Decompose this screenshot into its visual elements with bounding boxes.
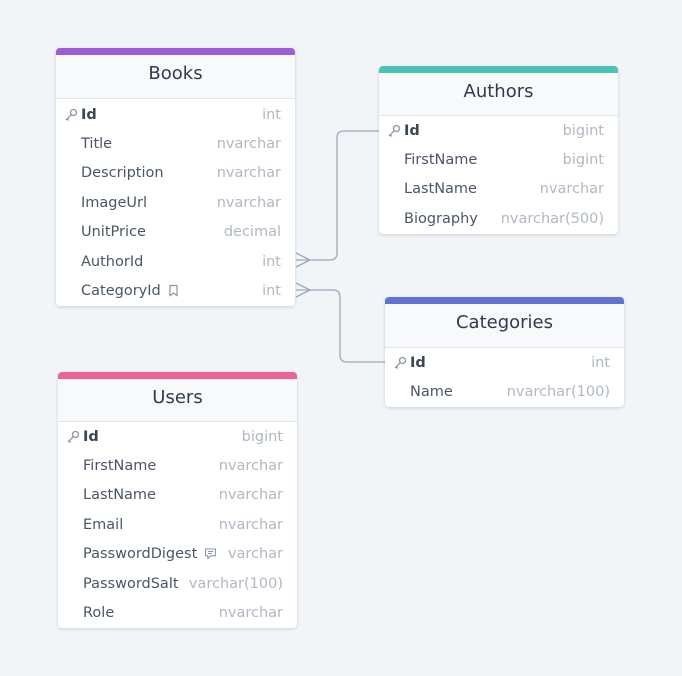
column-type: nvarchar <box>218 487 283 504</box>
column-name: AuthorId <box>81 253 144 270</box>
column-row[interactable]: Name nvarchar(100) <box>385 377 624 406</box>
key-icon <box>65 108 78 121</box>
column-name: Biography <box>404 210 478 227</box>
column-name: PasswordDigest <box>83 546 218 562</box>
column-name-text: CategoryId <box>81 283 161 300</box>
column-name: LastName <box>83 487 156 504</box>
column-type: int <box>262 283 281 300</box>
column-row[interactable]: Biography nvarchar(500) <box>379 204 618 233</box>
column-name: FirstName <box>404 152 478 169</box>
books-table-accent-bar <box>56 48 295 55</box>
column-type: bigint <box>562 152 604 169</box>
column-type: nvarchar <box>216 136 281 153</box>
column-row[interactable]: FirstName bigint <box>379 145 618 174</box>
column-name: Name <box>410 384 453 401</box>
column-name-text: PasswordDigest <box>83 546 198 563</box>
column-name: UnitPrice <box>81 224 146 241</box>
column-type: nvarchar <box>218 605 283 622</box>
authors-table-header[interactable]: Authors <box>379 73 618 116</box>
column-type: nvarchar <box>539 181 604 198</box>
crowfoot-books-authorid <box>295 252 311 268</box>
crowfoot-books-categoryid <box>295 282 311 298</box>
books-table[interactable]: Books Id int Title nvarchar Description … <box>56 48 295 306</box>
column-name: Id <box>404 122 420 139</box>
column-row[interactable]: PasswordSalt varchar(100) <box>58 569 297 598</box>
column-type: nvarchar <box>216 194 281 211</box>
categories-table-columns: Id int Name nvarchar(100) <box>385 348 624 407</box>
categories-table-title: Categories <box>455 312 554 333</box>
column-name: ImageUrl <box>81 194 148 211</box>
bookmark-icon[interactable] <box>167 284 180 297</box>
column-name: Description <box>81 165 164 182</box>
column-type: varchar(100) <box>188 575 283 592</box>
key-icon <box>394 356 407 369</box>
books-table-title: Books <box>148 63 203 84</box>
column-name: Role <box>83 605 115 622</box>
column-row[interactable]: UnitPrice decimal <box>56 218 295 247</box>
column-row[interactable]: ImageUrl nvarchar <box>56 188 295 217</box>
column-row[interactable]: Id bigint <box>58 422 297 451</box>
column-row[interactable]: Id int <box>385 348 624 377</box>
column-type: nvarchar <box>218 458 283 475</box>
column-type: int <box>591 354 610 371</box>
column-row[interactable]: Email nvarchar <box>58 510 297 539</box>
column-name: Email <box>83 516 124 533</box>
column-row[interactable]: Id int <box>56 100 295 129</box>
column-name: Id <box>83 428 99 445</box>
column-name: Title <box>81 136 113 153</box>
column-type: nvarchar(500) <box>500 210 604 227</box>
comment-icon[interactable] <box>203 547 218 560</box>
users-table[interactable]: Users Id bigint FirstName nvarchar LastN… <box>58 372 297 628</box>
column-row[interactable]: Description nvarchar <box>56 159 295 188</box>
column-name: Id <box>81 106 97 123</box>
relation-line-books-categories <box>296 289 386 363</box>
relation-line-books-authors <box>296 130 380 261</box>
column-type: bigint <box>562 122 604 139</box>
key-icon <box>388 124 401 137</box>
authors-table-columns: Id bigint FirstName bigint LastName nvar… <box>379 116 618 234</box>
users-table-title: Users <box>152 387 203 408</box>
column-name: LastName <box>404 181 477 198</box>
column-type: nvarchar <box>218 516 283 533</box>
column-type: int <box>262 106 281 123</box>
column-type: nvarchar(100) <box>506 384 610 401</box>
column-row[interactable]: Title nvarchar <box>56 129 295 158</box>
column-type: decimal <box>223 224 281 241</box>
column-row[interactable]: PasswordDigest varchar <box>58 540 297 569</box>
authors-table-title: Authors <box>463 81 534 102</box>
column-type: int <box>262 253 281 270</box>
books-table-columns: Id int Title nvarchar Description nvarch… <box>56 99 295 306</box>
column-name: FirstName <box>83 458 157 475</box>
column-type: bigint <box>241 428 283 445</box>
books-table-header[interactable]: Books <box>56 55 295 99</box>
column-row[interactable]: LastName nvarchar <box>379 175 618 204</box>
column-type: varchar <box>227 546 283 563</box>
column-row[interactable]: Role nvarchar <box>58 598 297 627</box>
users-table-accent-bar <box>58 372 297 379</box>
users-table-header[interactable]: Users <box>58 379 297 422</box>
column-row[interactable]: Id bigint <box>379 116 618 145</box>
categories-table-accent-bar <box>385 297 624 304</box>
key-icon <box>67 430 80 443</box>
column-type: nvarchar <box>216 165 281 182</box>
categories-table[interactable]: Categories Id int Name nvarchar(100) <box>385 297 624 407</box>
column-row[interactable]: AuthorId int <box>56 247 295 276</box>
column-name: Id <box>410 354 426 371</box>
column-name: PasswordSalt <box>83 575 179 592</box>
column-name: CategoryId <box>81 283 180 299</box>
column-row[interactable]: LastName nvarchar <box>58 481 297 510</box>
column-row[interactable]: CategoryId int <box>56 276 295 305</box>
categories-table-header[interactable]: Categories <box>385 304 624 348</box>
column-row[interactable]: FirstName nvarchar <box>58 451 297 480</box>
authors-table[interactable]: Authors Id bigint FirstName bigint LastN… <box>379 66 618 234</box>
users-table-columns: Id bigint FirstName nvarchar LastName nv… <box>58 422 297 628</box>
authors-table-accent-bar <box>379 66 618 73</box>
